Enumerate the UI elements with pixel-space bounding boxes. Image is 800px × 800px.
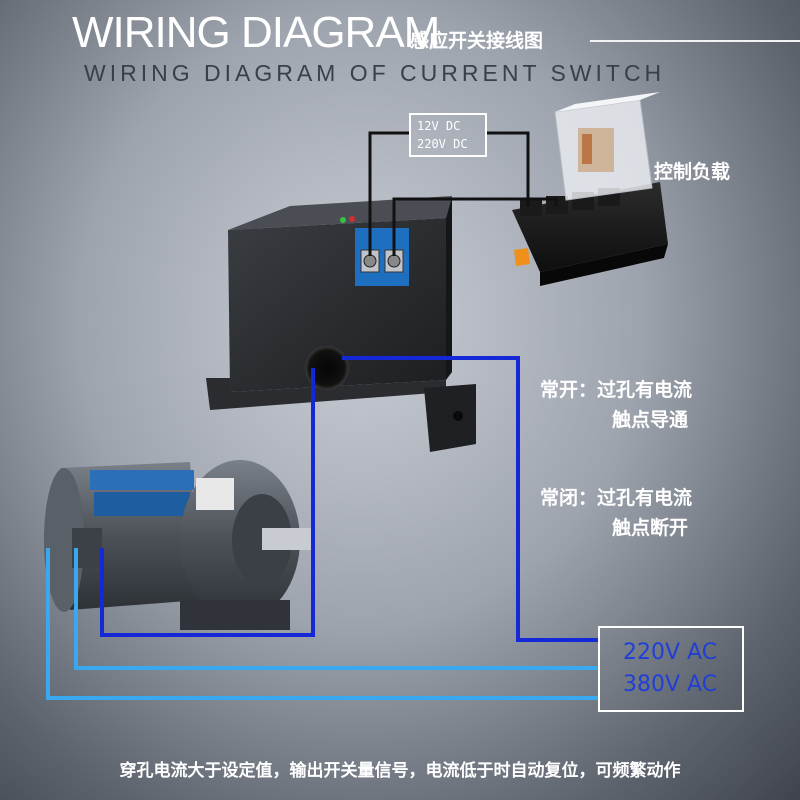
ac-power-box [598, 626, 744, 712]
ac-wires [46, 356, 598, 700]
subtitle: WIRING DIAGRAM OF CURRENT SWITCH [84, 60, 666, 86]
motor [44, 460, 314, 630]
normally-open-line1: 常开：过孔有电流 [540, 379, 693, 401]
current-switch [206, 196, 476, 452]
dc-voltage-12v: 12V DC [417, 119, 461, 133]
dc-voltage-box: 12V DC 220V DC [409, 113, 487, 157]
dc-voltage-220v: 220V DC [417, 137, 468, 151]
relay [512, 92, 668, 286]
ac-380v-label: 380V AC [623, 672, 718, 697]
footer-note: 穿孔电流大于设定值，输出开关量信号，电流低于时自动复位，可频繁动作 [119, 761, 681, 781]
title-rule [590, 40, 800, 42]
normally-closed-line2: 触点断开 [612, 517, 689, 539]
normally-open-line2: 触点导通 [612, 409, 689, 431]
ac-220v-label: 220V AC [623, 640, 718, 665]
normally-closed-line1: 常闭：过孔有电流 [540, 487, 693, 509]
title: WIRING DIAGRAM [72, 8, 440, 57]
title-chinese: 感应开关接线图 [410, 30, 544, 52]
load-label: 控制负载 [654, 161, 731, 183]
dc-wires [368, 131, 558, 256]
